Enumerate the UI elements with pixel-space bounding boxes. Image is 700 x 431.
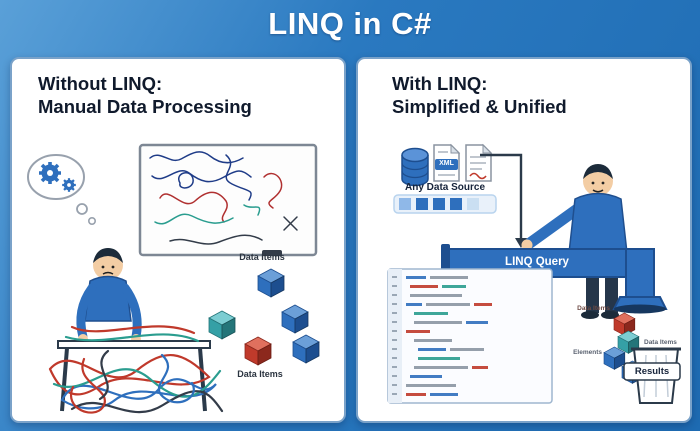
page-title: LINQ in C# <box>268 6 432 41</box>
without-linq-panel: Without LINQ: Manual Data Processing <box>10 57 346 423</box>
frustrated-person <box>76 248 142 344</box>
gear-icon <box>39 162 76 192</box>
with-linq-panel: With LINQ: Simplified & Unified <box>356 57 692 423</box>
whiteboard-icon <box>138 143 318 257</box>
document-file-icon <box>465 143 493 182</box>
linq-person <box>521 164 628 319</box>
thought-bubble-icon <box>27 154 97 226</box>
xml-file-icon <box>433 143 461 182</box>
right-heading-line2: Simplified & Unified <box>392 95 567 117</box>
results-bin-icon <box>623 347 681 404</box>
data-collection-bar <box>393 194 497 214</box>
tangled-wires <box>48 325 224 414</box>
elements-label: Elements <box>573 349 602 356</box>
data-items-label-a: Data Items <box>577 305 610 312</box>
data-items-label-b: Data Items <box>644 339 677 346</box>
without-linq-illustration <box>27 143 320 414</box>
left-heading-line1: Without LINQ: <box>38 73 163 94</box>
data-cube-icon <box>208 268 320 366</box>
results-label: Results <box>634 366 670 377</box>
any-data-source-label: Any Data Source <box>404 182 486 193</box>
right-panel-heading: With LINQ: Simplified & Unified <box>392 73 567 118</box>
linq-query-label: LINQ Query <box>505 256 569 268</box>
left-panel-heading: Without LINQ: Manual Data Processing <box>38 73 252 118</box>
data-items-label-top: Data Items <box>239 252 285 262</box>
code-snippet <box>387 268 553 404</box>
with-linq-illustration <box>387 143 681 404</box>
database-icon <box>401 147 429 187</box>
xml-badge-label: XML <box>439 160 454 167</box>
data-items-label-bottom: Data Items <box>237 369 283 379</box>
right-heading-line1: With LINQ: <box>392 73 488 94</box>
left-heading-line2: Manual Data Processing <box>38 95 252 117</box>
